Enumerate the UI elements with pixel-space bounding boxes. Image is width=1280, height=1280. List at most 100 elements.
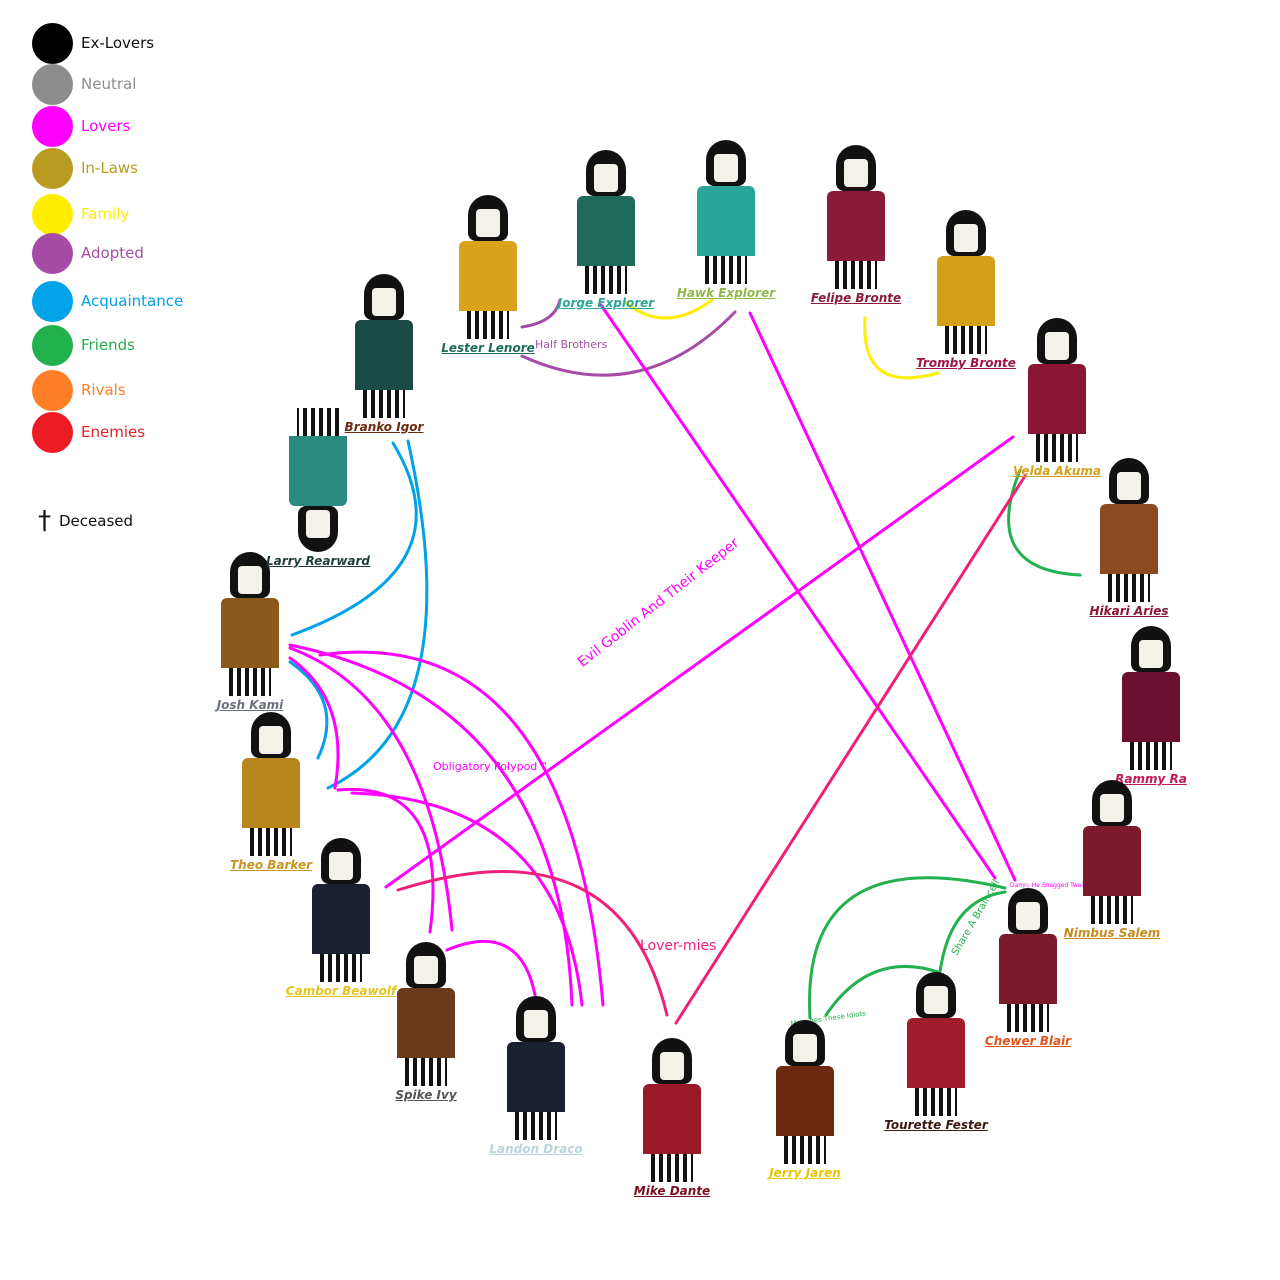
link-velda-hikari: [1007, 468, 1082, 577]
link-cambor-mike: [396, 870, 669, 1017]
link-velda-cambor: [384, 435, 1015, 889]
character-branko-igor: Branko Igor: [324, 274, 444, 434]
character-name: Felipe Bronte: [810, 291, 902, 305]
character-figure: [577, 150, 635, 294]
link-josh-spike: [288, 646, 454, 932]
character-figure: [937, 210, 995, 354]
character-rammy-ra: Rammy Ra: [1091, 626, 1211, 786]
character-figure: [507, 996, 565, 1140]
link-brontes-family: [863, 316, 940, 380]
legend-label: Friends: [81, 336, 135, 354]
character-tourette-fester: Tourette Fester: [876, 972, 996, 1132]
legend-item-in-laws: In-Laws: [32, 147, 138, 189]
annotation-lovermies: Lover-mies: [640, 938, 717, 954]
link-theo-spike: [336, 787, 435, 934]
link-half-brothers-1: [520, 298, 562, 329]
character-figure: [242, 712, 300, 856]
character-name: Tromby Bronte: [916, 356, 1016, 370]
legend-label: Acquaintance: [81, 292, 184, 310]
legend-label: Adopted: [81, 244, 144, 262]
character-jorge-explorer: Jorge Explorer: [546, 150, 666, 310]
legend-swatch: [32, 324, 73, 366]
legend-item-acquaintance: Acquaintance: [32, 280, 183, 322]
character-name: Spike Ivy: [395, 1088, 457, 1102]
character-name: Jerry Jaren: [769, 1166, 841, 1180]
character-name: Larry Rearward: [265, 554, 371, 568]
character-name: Tourette Fester: [884, 1118, 988, 1132]
character-name: Hikari Aries: [1089, 604, 1169, 618]
annotation-polypod: Obligatory Polypod™: [433, 760, 549, 773]
character-cambor-beawolf: Cambor Beawolf: [281, 838, 401, 998]
link-theo-landon: [350, 791, 584, 1007]
character-name: Branko Igor: [344, 420, 424, 434]
character-josh-kami: Josh Kami: [190, 552, 310, 712]
character-figure: [1083, 780, 1141, 924]
legend-label: Family: [81, 205, 130, 223]
link-spike-landon: [445, 940, 537, 997]
legend-swatch: [32, 147, 73, 189]
character-name: Chewer Blair: [984, 1034, 1072, 1048]
character-figure: [643, 1038, 701, 1182]
character-jerry-jaren: Jerry Jaren: [745, 1020, 865, 1180]
link-josh-theo-lovers: [288, 656, 340, 790]
legend-swatch: [32, 280, 73, 322]
character-figure: [1122, 626, 1180, 770]
character-name: Lester Lenore: [441, 341, 535, 355]
character-name: Cambor Beawolf: [285, 984, 397, 998]
legend-item-friends: Friends: [32, 324, 135, 366]
character-larry-rearward: Larry Rearward: [258, 408, 378, 568]
link-half-brothers-2: [520, 310, 737, 377]
character-tromby-bronte: Tromby Bronte: [906, 210, 1026, 370]
legend-item-lovers: Lovers: [32, 105, 130, 147]
link-josh-landon-2: [318, 650, 605, 1007]
character-figure: [312, 838, 370, 982]
character-name: Josh Kami: [216, 698, 284, 712]
character-name: Mike Dante: [633, 1184, 711, 1198]
link-explorers-family: [623, 298, 714, 320]
link-branko-josh: [290, 441, 418, 637]
legend-label: Rivals: [81, 381, 126, 399]
deceased-label: Deceased: [59, 512, 134, 530]
character-felipe-bronte: Felipe Bronte: [796, 145, 916, 305]
link-hawk-chewer: [748, 311, 1017, 882]
character-name: Jorge Explorer: [557, 296, 655, 310]
annotation-snagged: Damn, He Snagged Two?: [1010, 882, 1085, 889]
character-figure: [907, 972, 965, 1116]
character-figure: [355, 274, 413, 418]
legend-swatch: [32, 193, 73, 235]
legend-item-family: Family: [32, 193, 129, 235]
legend-swatch: [32, 369, 73, 411]
character-figure: [1028, 318, 1086, 462]
character-velda-akuma: Velda Akuma: [997, 318, 1117, 478]
character-figure: [221, 552, 279, 696]
character-spike-ivy: Spike Ivy: [366, 942, 486, 1102]
character-name: Landon Draco: [489, 1142, 583, 1156]
character-figure: [397, 942, 455, 1086]
character-hikari-aries: Hikari Aries: [1069, 458, 1189, 618]
legend-swatch: [32, 105, 73, 147]
legend-item-ex-lovers: Ex-Lovers: [32, 22, 154, 64]
annotation-half-brothers: Half Brothers: [535, 338, 608, 351]
character-mike-dante: Mike Dante: [612, 1038, 732, 1198]
character-name: Hawk Explorer: [676, 286, 776, 300]
character-figure: [827, 145, 885, 289]
character-name: Rammy Ra: [1115, 772, 1187, 786]
link-branko-theo: [326, 439, 429, 790]
character-figure: [776, 1020, 834, 1164]
legend-label: Enemies: [81, 423, 146, 441]
character-hawk-explorer: Hawk Explorer: [666, 140, 786, 300]
legend-item-adopted: Adopted: [32, 232, 144, 274]
link-velda-mike: [674, 474, 1027, 1025]
character-name: Velda Akuma: [1013, 464, 1101, 478]
legend-swatch: [32, 232, 73, 274]
character-lester-lenore: Lester Lenore: [428, 195, 548, 355]
legend-item-neutral: Neutral: [32, 63, 136, 105]
link-josh-theo: [288, 660, 329, 760]
cross-icon: †: [38, 506, 51, 536]
link-tourette-chewer: [938, 890, 1007, 974]
legend-swatch: [32, 22, 73, 64]
legend-label: Neutral: [81, 75, 137, 93]
legend-label: In-Laws: [81, 159, 138, 177]
